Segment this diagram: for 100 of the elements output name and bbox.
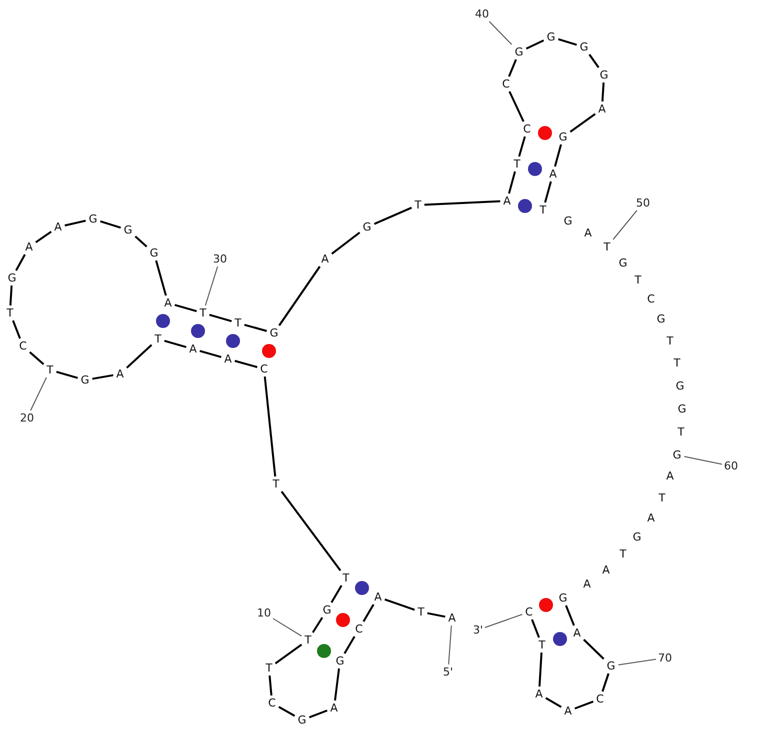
base-letter: A <box>327 700 341 716</box>
base-letter: A <box>445 610 459 626</box>
backbone-line <box>174 304 197 312</box>
base-letter: A <box>599 562 613 578</box>
position-number: 50 <box>634 196 652 210</box>
base-letter: A <box>581 226 595 240</box>
base-letter: T <box>656 490 668 506</box>
base-letter: G <box>596 68 612 82</box>
backbone-line <box>518 136 526 157</box>
base-letter: C <box>522 604 536 620</box>
base-letter: A <box>532 686 546 702</box>
base-letter: G <box>654 312 668 326</box>
backbone-line <box>538 652 542 687</box>
base-letter: T <box>600 240 614 254</box>
backbone-line <box>155 260 167 296</box>
backbone-line <box>508 59 517 77</box>
backbone-line <box>278 706 296 717</box>
backbone-line <box>508 171 516 194</box>
base-letter: G <box>556 590 570 606</box>
backbone-line <box>35 230 52 244</box>
base-letter: T <box>674 424 688 440</box>
backbone-line <box>334 668 340 701</box>
backbone-line <box>126 344 152 369</box>
backbone-line <box>12 320 21 339</box>
backbone-line <box>330 585 342 603</box>
backbone-line <box>29 351 44 366</box>
base-letter: T <box>412 198 424 212</box>
backbone-line <box>278 266 321 326</box>
backbone-line <box>344 636 356 654</box>
base-letter: G <box>294 712 310 728</box>
backbone-line <box>554 144 562 167</box>
backbone-line <box>15 254 26 271</box>
backbone-line <box>570 113 596 133</box>
base-letter: G <box>512 44 526 60</box>
position-number: 10 <box>255 606 273 620</box>
position-number: 30 <box>211 252 229 266</box>
backbone-line <box>427 612 446 618</box>
base-letter: G <box>576 40 592 54</box>
base-letter: T <box>270 476 282 492</box>
base-letter: A <box>500 194 514 208</box>
base-letter: G <box>560 214 576 228</box>
base-letter: G <box>120 222 136 238</box>
base-letter: T <box>44 362 56 378</box>
base-letter: C <box>593 692 607 706</box>
backbone-line <box>92 374 114 380</box>
strand-end-label: 5' <box>440 664 456 680</box>
base-letter: T <box>340 570 352 586</box>
leader-line <box>612 210 638 240</box>
base-letter: T <box>152 332 164 346</box>
leader-line <box>30 377 47 411</box>
backbone-line <box>280 490 342 572</box>
base-letter: T <box>616 546 630 562</box>
base-letter: T <box>536 202 550 218</box>
backbone-line <box>565 605 575 626</box>
base-letter: G <box>360 220 374 234</box>
base-letter: A <box>580 576 594 592</box>
backbone-line <box>526 40 544 50</box>
backbone-line <box>602 673 610 692</box>
base-letter: G <box>78 372 92 388</box>
base-letter: G <box>630 530 644 544</box>
base-letter: T <box>232 316 244 330</box>
leader-line <box>204 266 218 306</box>
base-letter: A <box>221 352 235 366</box>
base-letter: G <box>320 602 334 618</box>
backbone-line <box>244 324 267 332</box>
base-letter: G <box>146 246 162 260</box>
base-letter: A <box>161 296 175 310</box>
base-letter: C <box>352 622 366 636</box>
base-letter: A <box>644 510 658 526</box>
base-letter: A <box>51 220 65 234</box>
base-letter: C <box>644 292 658 306</box>
backbone-line <box>100 220 121 229</box>
backbone-line <box>545 697 562 708</box>
leader-line <box>488 21 512 45</box>
base-letter: T <box>536 638 548 652</box>
leader-line <box>484 614 523 628</box>
backbone-line <box>531 619 540 638</box>
strand-end-label: 3' <box>470 622 486 638</box>
backbone-line <box>64 220 86 226</box>
backbone-line <box>308 710 328 718</box>
base-letter: C <box>257 362 271 376</box>
backbone-line <box>274 644 302 664</box>
base-letter: T <box>414 604 428 620</box>
leader-line <box>448 625 452 665</box>
backbone-line <box>558 38 577 46</box>
base-letter: G <box>4 270 20 286</box>
backbone-line <box>588 54 600 68</box>
base-letter: T <box>670 356 684 370</box>
base-letter: A <box>570 626 584 640</box>
base-letter: G <box>86 212 100 226</box>
backbone-line <box>601 82 605 102</box>
backbone-line <box>164 340 186 348</box>
leader-line <box>684 456 722 465</box>
position-number: 40 <box>473 6 491 22</box>
base-letter: G <box>266 326 282 340</box>
leader-line <box>618 658 656 666</box>
base-letter: G <box>672 378 688 394</box>
base-letter: T <box>196 306 210 320</box>
backbone-line <box>200 350 222 358</box>
backbone-line <box>424 200 500 206</box>
